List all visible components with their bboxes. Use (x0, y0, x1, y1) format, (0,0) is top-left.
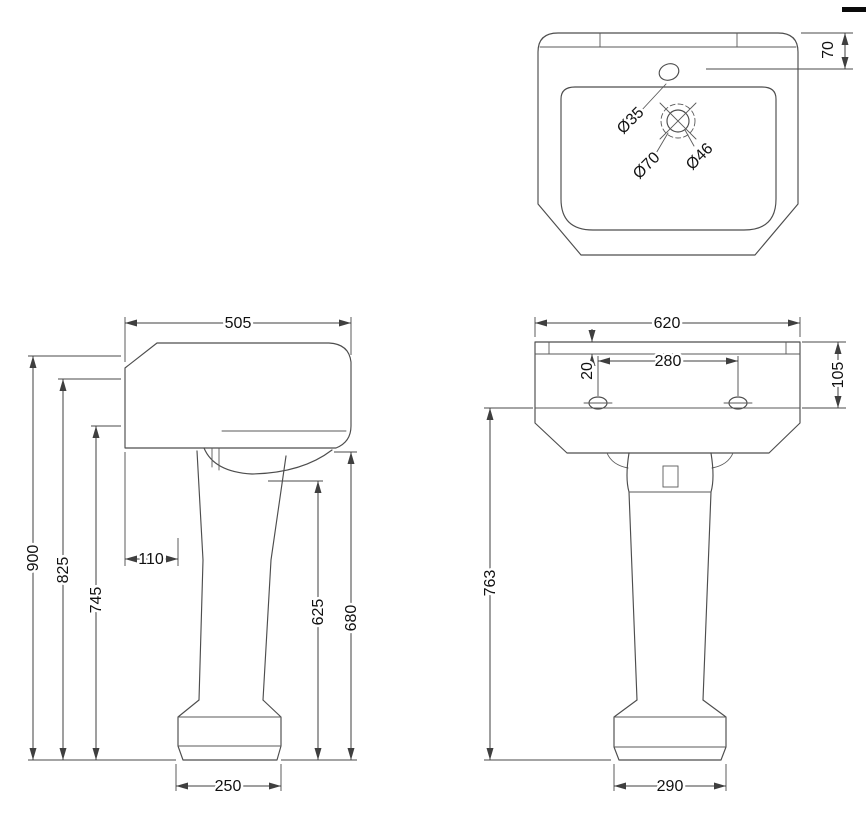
dim-ledge-drop: 20 (577, 329, 599, 382)
dimension-label: 625 (310, 599, 327, 626)
extension-lines (124, 452, 179, 566)
dim-overall-height: 900 (23, 355, 176, 761)
extension-lines (484, 407, 611, 761)
side-base-detail-lines (177, 716, 282, 747)
side-elevation-view: 505 900 825 745 110 625 (23, 313, 363, 798)
side-bowl-curve (203, 447, 333, 475)
plan-view: Ø35 Ø70 Ø46 70 (537, 32, 853, 256)
side-basin-outline (124, 342, 352, 449)
dimension-label: 110 (138, 551, 164, 568)
plan-ledge-lines (539, 32, 797, 48)
hole-leader-lines (639, 83, 695, 156)
dim-hole-centres: 280 (597, 351, 739, 396)
dim-pedestal-height: 763 (480, 407, 611, 761)
side-pedestal-base (177, 699, 282, 761)
dimension-label: 620 (654, 315, 681, 332)
dim-wall-to-pedestal: 110 (124, 452, 179, 571)
dimension-label: 745 (88, 587, 105, 614)
dim-pedestal-base-depth: 250 (175, 764, 282, 798)
dim-tap-hole-offset: 70 (706, 32, 853, 70)
waste-recess-circle (660, 103, 696, 139)
dimension-label: 680 (343, 605, 360, 632)
dimension-label: 763 (482, 570, 499, 597)
frame-corner-mark (842, 7, 866, 12)
side-pedestal-outline (196, 450, 287, 701)
dim-underside-height: 745 (86, 425, 121, 760)
plan-bowl-outline (560, 86, 777, 231)
waste-centrelines (659, 102, 697, 140)
dim-overall-depth: 505 (124, 313, 352, 362)
front-bowl-junction-curves (606, 452, 734, 469)
dim-rim-depth: 105 (802, 341, 850, 409)
extension-lines (28, 355, 176, 761)
dimension-label: 900 (25, 545, 42, 572)
front-ledge-lines (534, 341, 801, 409)
waste-hole (666, 109, 690, 133)
dim-front-underside-height: 680 (281, 451, 363, 761)
side-overflow-lines (211, 447, 220, 471)
front-basin-outline (534, 341, 801, 454)
dimension-label: 290 (657, 778, 684, 795)
dimension-label: 105 (830, 362, 847, 389)
plan-outer-outline (537, 32, 799, 256)
dimension-label: 250 (215, 778, 242, 795)
dimension-label: 505 (225, 315, 252, 332)
dimension-label: 20 (579, 362, 596, 380)
dimension-label: 825 (55, 557, 72, 584)
dim-overall-width: 620 (534, 313, 801, 337)
dimension-label: 70 (820, 41, 837, 59)
waste-hole-dia-label: Ø46 (683, 140, 716, 173)
front-base-detail-lines (613, 716, 727, 748)
dimension-label: 280 (655, 353, 682, 370)
dim-outlet-height: 625 (268, 480, 330, 760)
dim-rim-height: 825 (53, 378, 121, 760)
tap-hole (658, 63, 680, 81)
front-elevation-view: 620 280 20 105 763 290 (480, 313, 850, 798)
front-overflow-slot (662, 465, 679, 488)
waste-recess-dia-label: Ø70 (630, 149, 663, 182)
front-pedestal-outline (626, 452, 714, 701)
front-pedestal-base (613, 699, 727, 761)
dim-pedestal-base-width: 290 (613, 764, 727, 798)
